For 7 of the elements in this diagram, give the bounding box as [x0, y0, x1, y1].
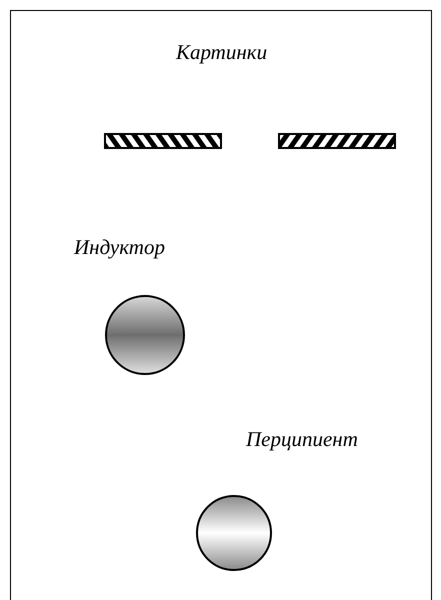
caption-text: Перципиент [246, 427, 358, 452]
hatched-bar [104, 133, 222, 149]
shaded-circle [105, 295, 185, 375]
hatched-bar [278, 133, 396, 149]
caption-text: Картинки [176, 40, 268, 65]
shaded-circle [196, 495, 272, 571]
caption-text: Индуктор [74, 235, 165, 260]
